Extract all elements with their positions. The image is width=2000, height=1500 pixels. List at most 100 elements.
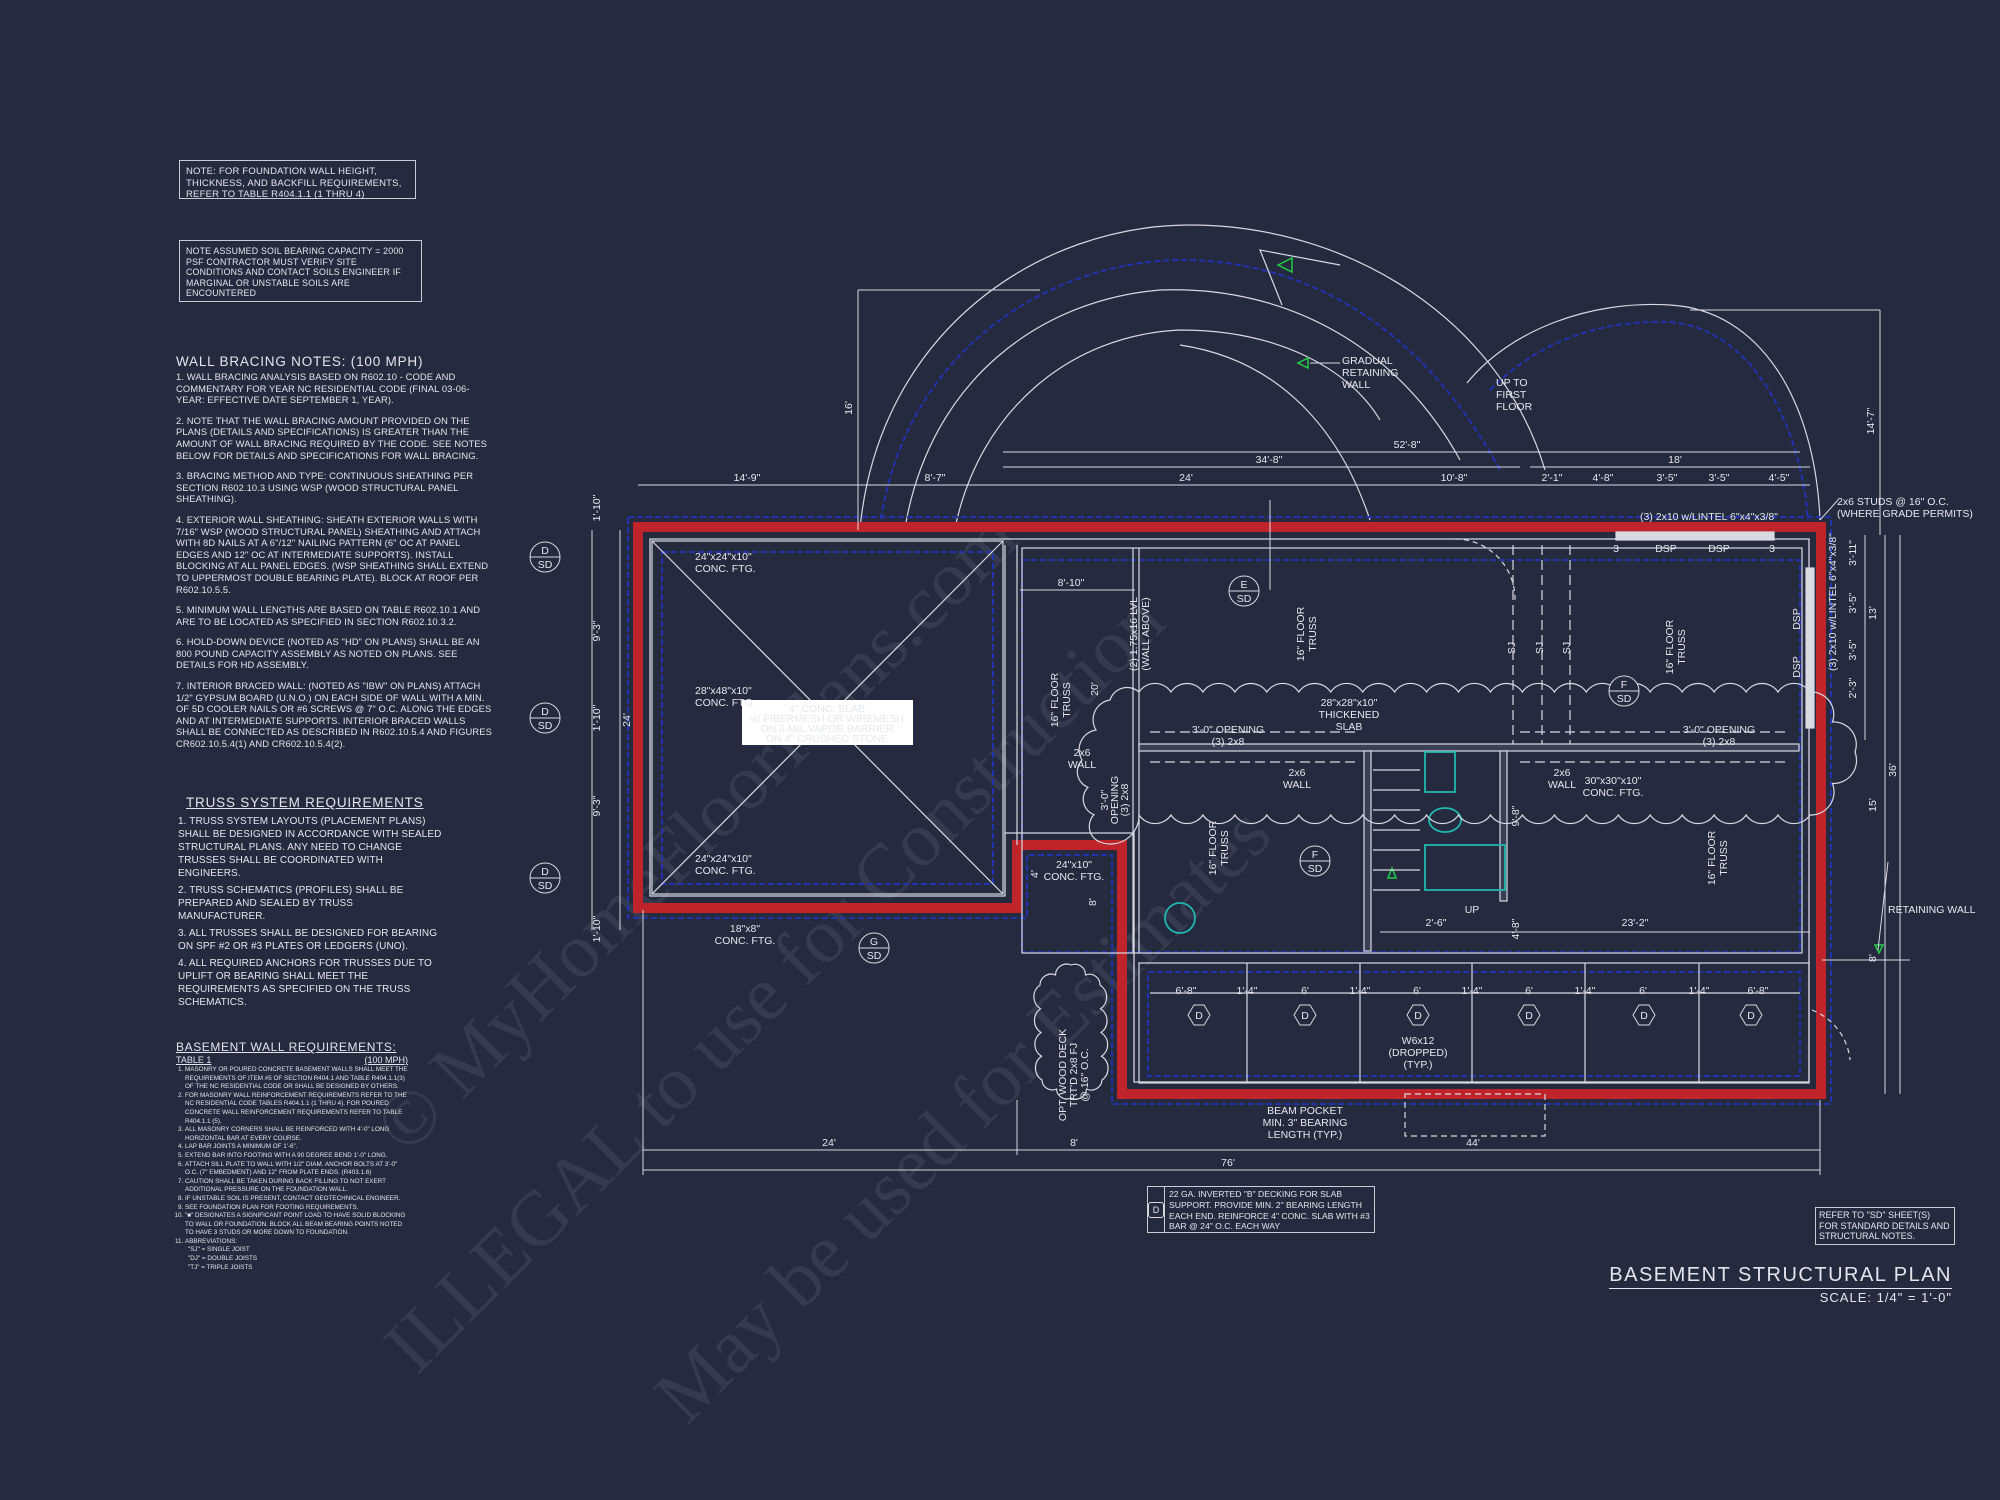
floor-truss-label: TRUSS — [1307, 616, 1319, 652]
beam-label: (TYP.) — [1404, 1059, 1433, 1071]
retaining-wall-arc-end — [1179, 344, 1371, 521]
beam-label: W6x12 — [1402, 1035, 1435, 1047]
retaining-wall-label: WALL — [1342, 379, 1370, 391]
foundation-footing-dashed — [627, 516, 1832, 1105]
deck-cloud — [1033, 963, 1109, 1100]
deck-hexagon-icon — [1187, 1004, 1211, 1026]
sump-pit — [1164, 902, 1196, 934]
retaining-wall-arc-outer — [904, 289, 1461, 529]
bay-dimension-label: 6' — [1301, 985, 1309, 997]
table-label: TABLE 1 — [176, 1055, 212, 1065]
window-right — [1805, 567, 1815, 729]
post-mark: DSP — [1708, 543, 1730, 555]
section-marker-detail: G — [870, 936, 878, 948]
section-marker-detail: F — [1312, 849, 1318, 861]
garage-slab — [651, 540, 1004, 895]
dimension-label: 1'-10" — [591, 704, 603, 731]
site-arcs — [859, 224, 1821, 529]
stair-footing-dashed — [1489, 320, 1809, 521]
wall-bracing-item: 5. MINIMUM WALL LENGTHS ARE BASED ON TAB… — [176, 604, 481, 627]
bearing-wall — [1138, 743, 1800, 752]
door-swing — [1811, 1009, 1851, 1061]
dimension-label: 36' — [1887, 763, 1899, 777]
joist-label: SJ — [1534, 642, 1546, 654]
lvl-beam-label: (WALL ABOVE) — [1140, 597, 1152, 670]
section-marker-detail: F — [1621, 679, 1627, 691]
truss-item: 1. TRUSS SYSTEM LAYOUTS (PLACEMENT PLANS… — [178, 816, 442, 879]
footing-label: 28"x48"x10" — [695, 685, 752, 697]
dimension-label: 3'-5" — [1847, 639, 1859, 660]
revision-cloud — [1076, 682, 1858, 845]
basement-wall-item: LAP BAR JOINTS A MINIMUM OF 1'-6". — [185, 1143, 408, 1152]
bath-wall — [1499, 750, 1508, 902]
dimension-label: 44' — [1466, 1137, 1480, 1149]
wall-bracing-item: 6. HOLD-DOWN DEVICE (NOTED AS "HD" ON PL… — [176, 636, 480, 671]
wind-speed: (100 MPH) — [364, 1055, 408, 1065]
footing-label: 30"x30"x10" — [1585, 775, 1642, 787]
footing-label: 24"x24"x10" — [695, 551, 752, 563]
footing-label: 18"x8" — [730, 923, 760, 935]
wall-label: 2x6 — [1289, 767, 1306, 779]
leader-lines — [1310, 362, 1889, 951]
foundation-wall — [633, 522, 1826, 1099]
section-marker-sheet: SD — [538, 559, 553, 571]
bathtub — [1424, 844, 1506, 891]
dimension-label: 4'-8" — [1593, 472, 1614, 484]
deck-symbol-letter: D — [1195, 1010, 1203, 1022]
stair-up-label: UP — [1465, 904, 1480, 916]
deck-label: TRT'D 2x8 FJ — [1068, 1043, 1080, 1107]
wall-bracing-item: 7. INTERIOR BRACED WALL: (NOTED AS "IBW"… — [176, 680, 492, 750]
dimension-label: 3'-5" — [1847, 592, 1859, 613]
joist-lines — [1150, 545, 1790, 763]
footing-label: CONC. FTG. — [695, 697, 756, 709]
decking-legend-text: 22 GA. INVERTED "B" DECKING FOR SLAB SUP… — [1169, 1189, 1370, 1232]
wall-label: WALL — [1068, 759, 1096, 771]
wall-label: 2x6 — [1074, 747, 1091, 759]
drawing-scale: SCALE: 1/4" = 1'-0" — [1819, 1290, 1952, 1305]
wall-label: WALL — [1548, 779, 1576, 791]
section-marker-sheet: SD — [867, 950, 882, 962]
dimension-label: 4'-8" — [1510, 918, 1522, 939]
bay-dimension-label: 6'-8" — [1748, 985, 1769, 997]
dimension-label: 18' — [1668, 454, 1682, 466]
truss-title: TRUSS SYSTEM REQUIREMENTS — [186, 795, 424, 810]
dimension-label: 2'-6" — [1426, 917, 1447, 929]
thickened-slab-label: THICKENED — [1319, 709, 1380, 721]
footing-label: CONC. FTG. — [1044, 871, 1105, 883]
bay-footing-dashed — [1147, 971, 1801, 1077]
wall-label: WALL — [1283, 779, 1311, 791]
footing-outlines — [627, 258, 1832, 1105]
floor-truss-label: TRUSS — [1061, 682, 1073, 718]
dimension-label: 8' — [1087, 898, 1099, 906]
basement-interior — [1021, 547, 1803, 954]
footing-label: CONC. FTG. — [1583, 787, 1644, 799]
opening-label: OPENING — [1109, 776, 1121, 824]
floor-truss-label: TRUSS — [1718, 840, 1730, 876]
basement-wall-item: ATTACH SILL PLATE TO WALL WITH 1/2" DIAM… — [185, 1161, 408, 1178]
decking-symbol-letter: D — [1148, 1201, 1164, 1218]
wall-bracing-item: 1. WALL BRACING ANALYSIS BASED ON R602.1… — [176, 371, 470, 406]
sink — [1424, 751, 1456, 793]
wall-bracing-item: 2. NOTE THAT THE WALL BRACING AMOUNT PRO… — [176, 414, 488, 461]
bay-dimension-label: 6'-8" — [1176, 985, 1197, 997]
abbreviation: "TJ" = TRIPLE JOISTS — [188, 1263, 253, 1271]
dimension-label: 9'-8" — [1510, 805, 1522, 826]
deck-hexagon-icon — [1739, 1004, 1763, 1026]
dimension-label: 9'-3" — [591, 620, 603, 641]
footing-label: CONC. FTG. — [695, 865, 756, 877]
door-swing — [1454, 538, 1516, 601]
stair-label: FLOOR — [1496, 401, 1533, 413]
studs-label: 2x6 STUDS @ 16" O.C. — [1837, 496, 1949, 508]
bay-dimension-label: 6' — [1639, 985, 1647, 997]
opening-label: 3'-0" OPENING — [1192, 724, 1264, 736]
dimension-lines — [591, 289, 1910, 1175]
floor-truss-label: 16" FLOOR — [1049, 672, 1061, 727]
beam-label: (DROPPED) — [1389, 1047, 1448, 1059]
deck-symbol-letter: D — [1414, 1010, 1422, 1022]
arrow-icon — [1276, 256, 1293, 274]
beam-pocket-label: LENGTH (TYP.) — [1268, 1129, 1342, 1141]
floor-truss-label: 16" FLOOR — [1706, 830, 1718, 885]
dimension-label: 2'-1" — [1542, 472, 1563, 484]
post-mark: DSP — [1655, 543, 1677, 555]
opening-label: (3) 2x8 — [1212, 736, 1245, 748]
